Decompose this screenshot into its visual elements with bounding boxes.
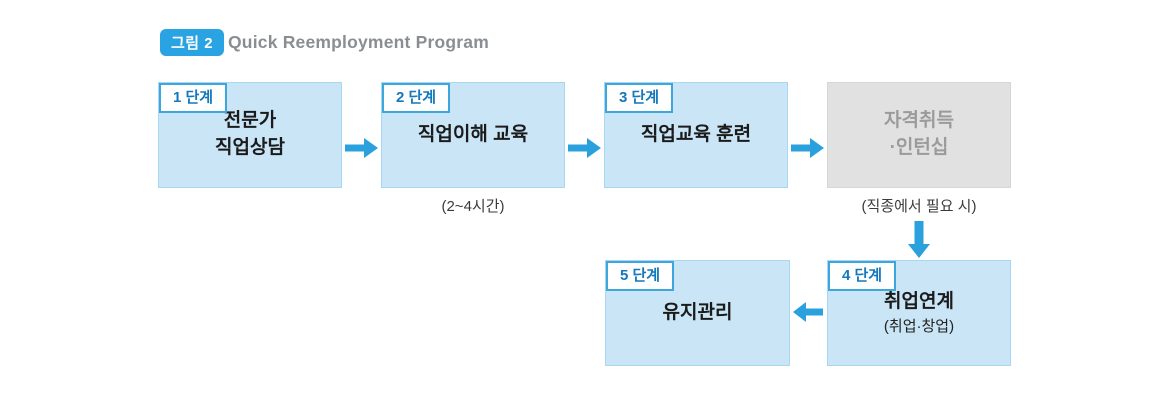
step-box-1: 1 단계 전문가 직업상담 [158,82,342,188]
arrow-down-icon [908,221,930,258]
step-4-title: 취업연계 [884,290,954,312]
step-badge-5: 5 단계 [606,261,675,291]
step-4-subtitle: (취업·창업) [883,318,955,336]
step-box-2: 2 단계 직업이해 교육 [381,82,565,188]
step-badge-4: 4 단계 [828,261,897,291]
step-1-title: 전문가 직업상담 [215,108,285,161]
arrow-right-icon-1 [345,138,378,158]
step-box-3: 3 단계 직업교육 훈련 [604,82,788,188]
step-5-title: 유지관리 [662,301,733,323]
certification-title: 자격취득 ·인턴십 [884,108,954,161]
step-badge-2: 2 단계 [382,83,451,113]
step-box-5: 5 단계 유지관리 [605,260,790,366]
step-badge-3: 3 단계 [605,83,674,113]
certification-caption: (직종에서 필요 시) [861,198,977,215]
arrow-left-icon [793,302,823,322]
step-1-title-line2: 직업상담 [215,137,285,158]
certification-title-line1: 자격취득 [884,110,954,132]
step-2-caption: (2~4시간) [441,198,505,215]
step-box-certification: 자격취득 ·인턴십 [827,82,1011,188]
certification-title-line2: ·인턴십 [889,137,949,158]
step-3-title: 직업교육 훈련 [640,123,752,145]
step-1-title-line1: 전문가 [223,110,277,132]
step-badge-1: 1 단계 [159,83,228,113]
step-box-4: 4 단계 취업연계 (취업·창업) [827,260,1011,366]
arrow-right-icon-2 [568,138,601,158]
step-2-title: 직업이해 교육 [417,123,529,145]
figure-title: Quick Reemployment Program [228,32,489,52]
figure-number-badge: 그림 2 [160,29,225,56]
arrow-right-icon-3 [791,138,824,158]
